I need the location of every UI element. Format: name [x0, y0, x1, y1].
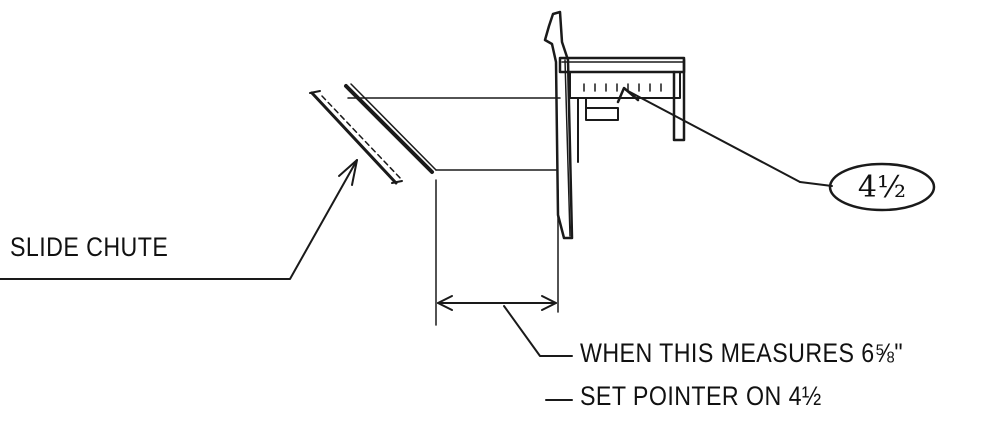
- callout-value: 4½: [857, 169, 907, 205]
- slide-chute: [309, 83, 437, 185]
- slide-chute-leader: [0, 159, 358, 280]
- machine-body: [543, 10, 686, 240]
- measure-note: WHEN THIS MEASURES 6⅝": [580, 338, 904, 368]
- slide-chute-label: SLIDE CHUTE: [10, 232, 169, 262]
- callout-ellipse: [828, 162, 936, 212]
- dimension-arrow: [437, 295, 557, 311]
- pointer-leader: [616, 86, 833, 187]
- pointer-note: SET POINTER ON 4½: [580, 381, 822, 411]
- measure-leader: [503, 305, 573, 357]
